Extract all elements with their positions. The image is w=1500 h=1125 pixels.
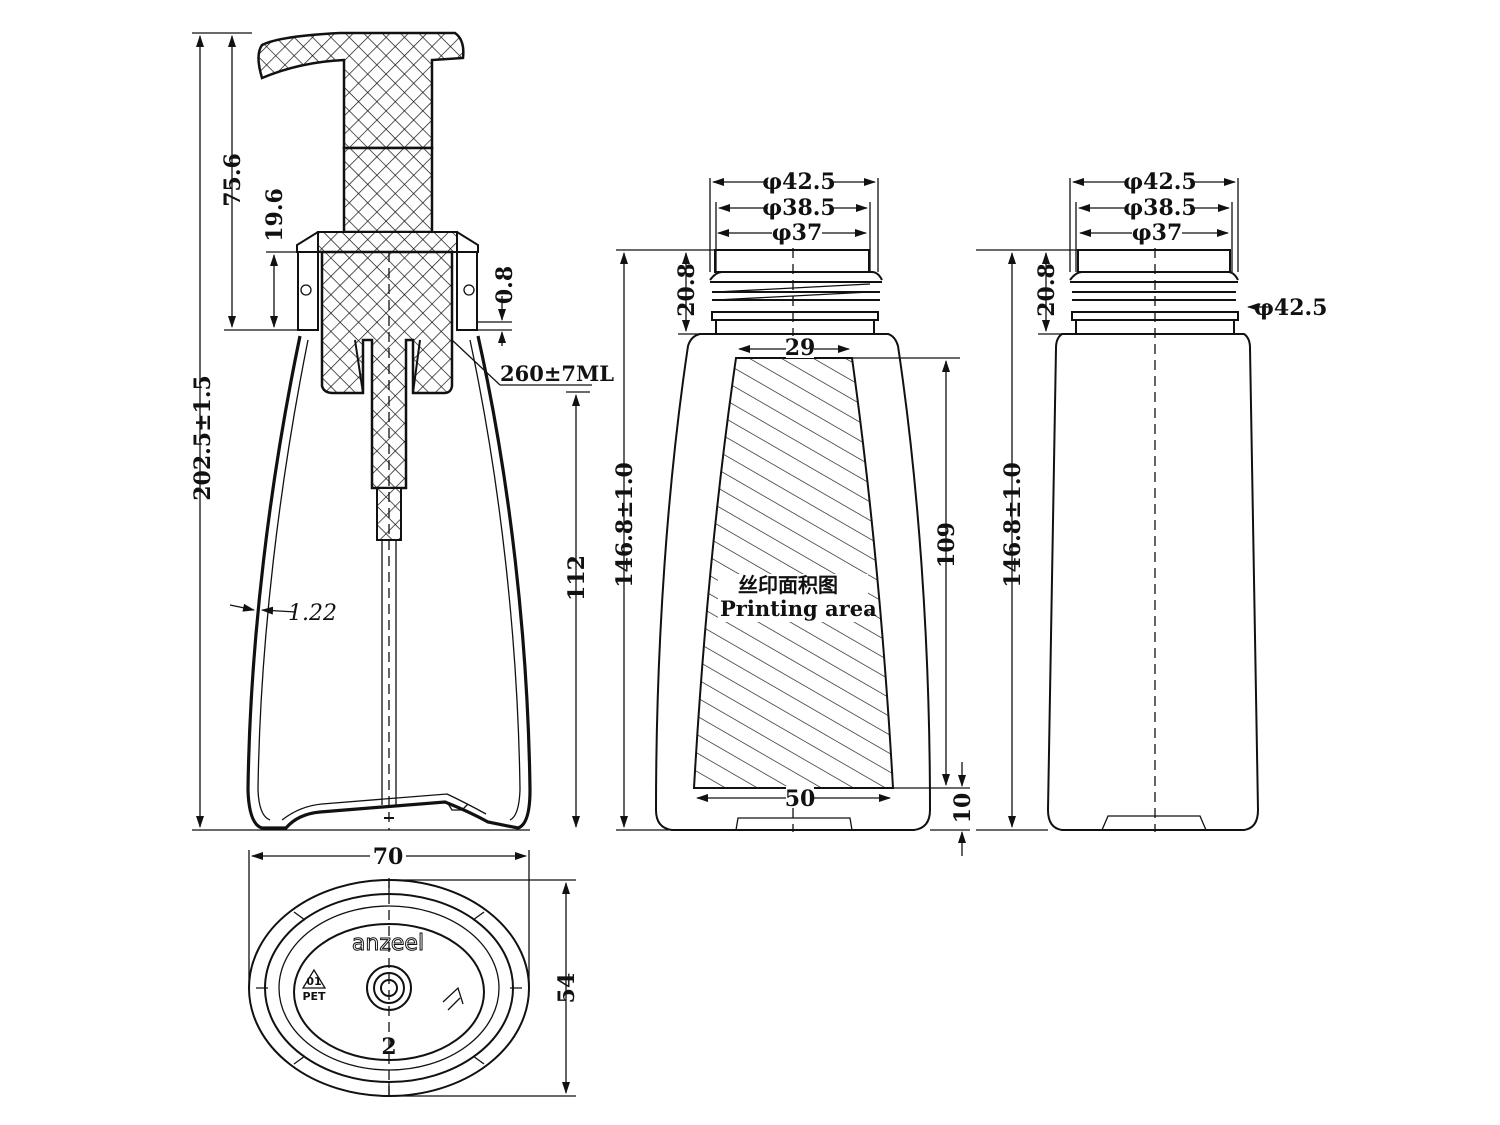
label-recycle-code: 01 <box>306 975 321 988</box>
label-printing-cn: 丝印面积图 <box>738 573 838 597</box>
mold-mark-icon <box>442 986 464 1011</box>
dim-tube-length: 112 <box>564 555 590 601</box>
bottle-side-outline <box>1046 333 1260 831</box>
front-view: 丝印面积图 Printing area φ42.5 φ38.5 φ37 20.8… <box>612 168 976 856</box>
dim-base-width: 70 <box>373 844 404 870</box>
dim-bottle-height: 146.8±1.0 <box>612 462 638 588</box>
dim-thread-diameter: φ38.5 <box>762 195 836 221</box>
dim-print-top-width: 29 <box>785 335 816 361</box>
dim-collar-gap: 0.8 <box>492 266 518 304</box>
bottle-front-outline <box>654 333 932 831</box>
dim-side-inner-diameter: φ37 <box>1132 220 1183 246</box>
bottom-view: anzeel 01 PET 2 70 54 <box>248 844 580 1098</box>
label-material: PET <box>302 990 326 1003</box>
dim-inner-diameter: φ37 <box>772 220 823 246</box>
dim-collar-height: 19.6 <box>262 188 288 242</box>
label-volume: 260±7ML <box>500 361 614 386</box>
pump-body <box>320 250 454 490</box>
dim-side-neck-height: 20.8 <box>1034 263 1060 317</box>
dim-overall-height: 202.5±1.5 <box>190 375 216 501</box>
dim-print-bottom-width: 50 <box>785 786 816 812</box>
dim-print-height: 109 <box>934 522 960 568</box>
dim-side-bottle-height: 146.8±1.0 <box>1000 462 1026 588</box>
dim-side-neck-diameter: φ42.5 <box>1254 295 1328 321</box>
side-view: φ42.5 φ38.5 φ37 20.8 146.8±1.0 φ42.5 <box>976 168 1328 832</box>
dim-pump-height: 75.6 <box>220 153 246 207</box>
dim-print-bottom-offset: 10 <box>950 793 976 824</box>
dim-side-thread-diameter: φ38.5 <box>1123 195 1197 221</box>
dim-base-depth: 54 <box>554 973 580 1004</box>
dim-outer-diameter: φ42.5 <box>762 169 836 195</box>
dim-side-outer-diameter: φ42.5 <box>1123 169 1197 195</box>
label-printing-en: Printing area <box>720 596 877 621</box>
label-brand-logo: anzeel <box>352 931 424 956</box>
dim-wall-thickness: 1.22 <box>288 601 337 626</box>
section-view: 202.5±1.5 75.6 19.6 0.8 260±7ML 112 1.22 <box>190 31 614 831</box>
bottle-wall-section <box>246 335 532 830</box>
pump-actuator <box>257 31 465 150</box>
dim-neck-height: 20.8 <box>674 263 700 317</box>
recycle-icon <box>301 968 327 989</box>
